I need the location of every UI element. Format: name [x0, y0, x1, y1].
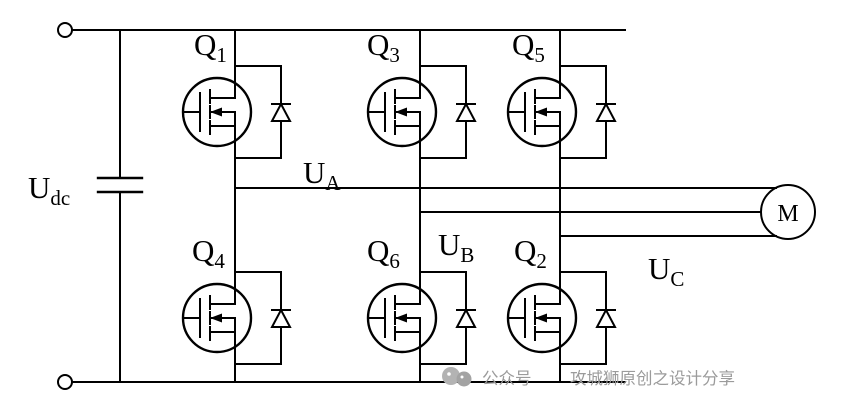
- watermark-prefix: 公众号: [482, 369, 532, 388]
- label-phase-b: UB: [438, 227, 474, 267]
- dc-link-capacitor: [96, 29, 144, 383]
- label-q6: Q6: [367, 233, 400, 273]
- motor-label: M: [777, 201, 798, 227]
- motor-symbol: M: [760, 184, 816, 240]
- label-phase-c: UC: [648, 251, 684, 291]
- mosfet-q1-symbol: [181, 64, 292, 160]
- label-q5: Q5: [512, 27, 545, 67]
- label-q3: Q3: [367, 27, 400, 67]
- mosfet-q5-symbol: [506, 64, 617, 160]
- label-q2: Q2: [514, 233, 547, 273]
- watermark: 公众号 攻城狮原创之设计分享: [442, 367, 735, 388]
- mosfet-q2-symbol: [506, 270, 617, 366]
- watermark-text: 攻城狮原创之设计分享: [570, 369, 735, 388]
- watermark-logo-icon: [442, 367, 472, 387]
- mosfet-q6-symbol: [366, 270, 477, 366]
- mosfet-q4-symbol: [181, 270, 292, 366]
- label-q4: Q4: [192, 233, 225, 273]
- label-udc: Udc: [28, 170, 70, 210]
- label-q1: Q1: [194, 27, 227, 67]
- dc-input-terminal-negative: [57, 374, 73, 390]
- mosfet-q3-symbol: [366, 64, 477, 160]
- label-phase-a: UA: [303, 155, 341, 195]
- dc-input-terminal-positive: [57, 22, 73, 38]
